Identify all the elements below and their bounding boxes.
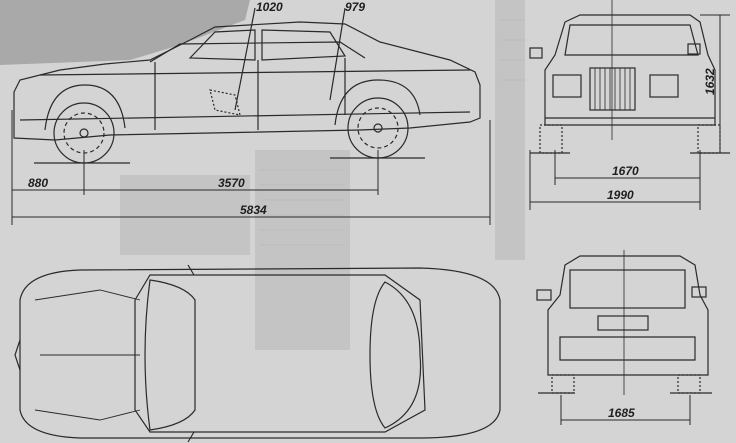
dimension-front-door: 1020 <box>256 0 283 14</box>
side-dimension-lines <box>11 110 491 225</box>
dimension-overall-width: 1990 <box>607 188 634 202</box>
dimension-rear-door: 979 <box>345 0 366 14</box>
top-view <box>14 264 501 443</box>
rear-view <box>536 250 712 395</box>
rear-dimension-lines <box>560 395 691 425</box>
dimension-wheelbase: 3570 <box>218 176 245 190</box>
dimension-height: 1632 <box>703 68 717 95</box>
dimension-front-overhang: 880 <box>28 176 49 190</box>
dimension-rear-track: 1685 <box>608 406 635 420</box>
front-dimension-lines <box>529 14 730 210</box>
front-view <box>529 0 730 154</box>
dimension-overall-length: 5834 <box>240 203 267 217</box>
dimension-front-track: 1670 <box>612 164 639 178</box>
